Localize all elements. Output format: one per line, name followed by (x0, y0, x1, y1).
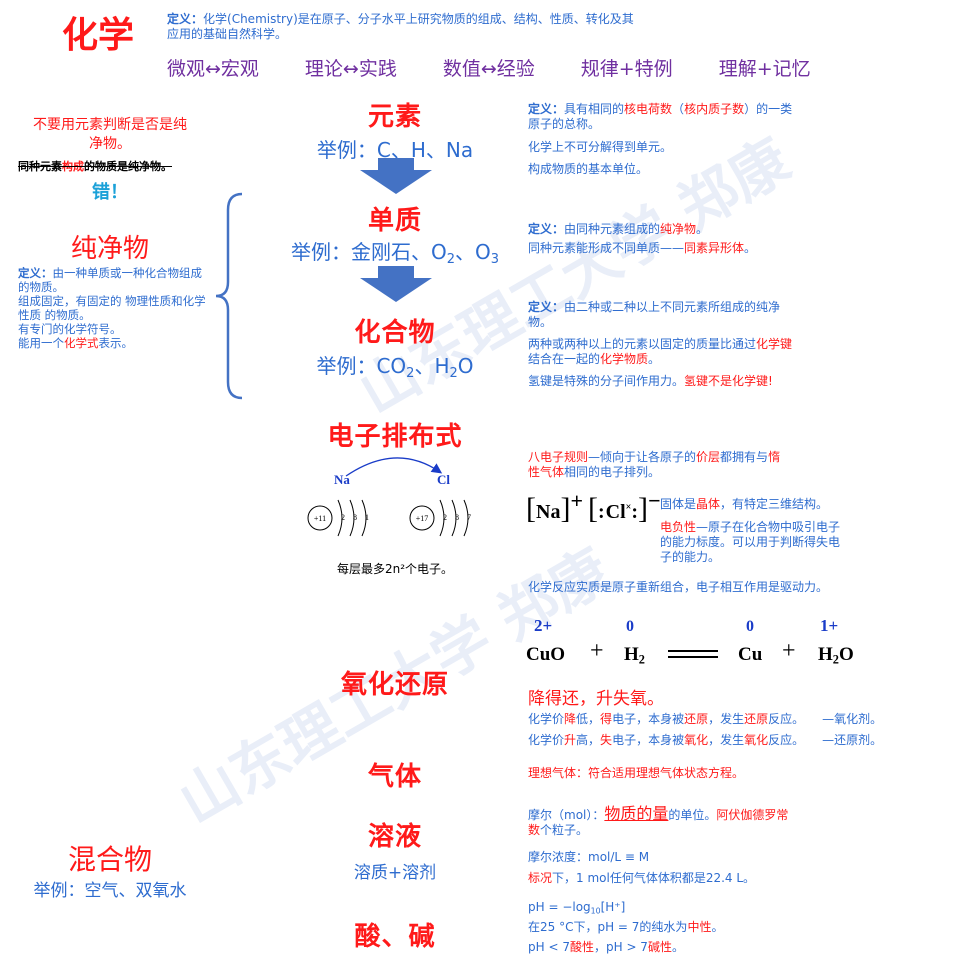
wrong-mark: 错！ (92, 182, 128, 203)
ph-neutral: 在25 °C下，pH = 7的纯水为中性。 (528, 920, 724, 934)
heading-acid-base: 酸、碱 (354, 922, 436, 952)
heading-electron-config: 电子排布式 (327, 422, 463, 452)
electronegativity-note: 电负性—原子在化合物中吸引电子的能力标度。可以用于判断得失电子的能力。 (660, 520, 841, 564)
simple-substance-example: 举例：金刚石、O2、O3 (290, 240, 500, 267)
max-electrons-note: 每层最多2n²个电子。 (336, 562, 454, 576)
heading-compound: 化合物 (354, 318, 436, 348)
oxidation-rule: 化学价升高，失电子，本身被氧化，发生氧化反应。—还原剂。 (528, 733, 883, 747)
oxidation-state: 0 (746, 618, 754, 635)
electron-transfer-diagram: Na Cl +11 2 8 1 +17 2 8 7 (307, 457, 471, 537)
tip-note: 不要用元素判断是否是纯净物。 (33, 117, 187, 152)
ph-acid-base: pH < 7酸性，pH > 7碱性。 (528, 940, 684, 954)
mixture-title: 混合物 (67, 843, 152, 876)
compound-example: 举例：CO2、H2O (316, 354, 474, 381)
pure-substance-definition: 定义：由一种单质或一种化合物组成的物质。 组成固定，有固定的 物理性质和化学性质… (18, 266, 206, 350)
element-note-1: 化学上不可分解得到单元。 (528, 140, 673, 154)
na-shell: 2 (341, 513, 345, 522)
curly-brace (215, 192, 243, 400)
mole-note: 摩尔（mol）：物质的量的单位。阿伏伽德罗常数个粒子。 (528, 804, 789, 838)
cl-shell: 2 (443, 513, 447, 522)
pure-substance-title: 纯净物 (70, 234, 149, 264)
element-definition: 定义：具有相同的核电荷数（核内质子数）的一类原子的总称。 (528, 102, 793, 131)
reaction-essence: 化学反应实质是原子重新组合，电子相互作用是驱动力。 (528, 580, 829, 594)
chemistry-definition: 定义：化学(Chemistry)是在原子、分子水平上研究物质的组成、结构、性质、… (167, 12, 634, 41)
oxidation-state: 2+ (534, 616, 553, 635)
redox-equation: 2+ 0 0 1+ CuO + H2 Cu + H2O (526, 616, 854, 667)
solution-note: 溶质+溶剂 (353, 863, 437, 883)
redox-mnemonic: 降得还，升失氧。 (528, 689, 664, 709)
simple-substance-definition: 定义：由同种元素组成的纯净物。 (528, 222, 709, 236)
heading-gas: 气体 (367, 762, 422, 792)
stp-volume: 标况下，1 mol任何气体体积都是22.4 L。 (528, 871, 756, 885)
wrong-statement: 同种元素构成的物质是纯净物。 (18, 160, 172, 173)
ionic-formula: [Na]+ [:Cl×:]− (526, 488, 661, 525)
compound-note: 两种或两种以上的元素以固定的质量比通过化学键结合在一起的化学物质。 (528, 337, 793, 366)
page-title: 化学 (62, 15, 135, 56)
na-shell: 8 (353, 513, 357, 522)
molar-concentration: 摩尔浓度：mol/L ≡ M (528, 850, 650, 864)
theme-item: 微观↔宏观 (167, 58, 259, 80)
oxidation-state: 0 (626, 618, 634, 635)
na-symbol: Na (334, 472, 350, 487)
theme-item: 理论↔实践 (304, 58, 397, 80)
reduction-rule: 化学价降低，得电子，本身被还原，发生还原反应。—氧化剂。 (528, 712, 883, 726)
cl-shell: 8 (455, 513, 459, 522)
crystal-note: 固体是晶体，有特定三维结构。 (660, 497, 829, 511)
theme-item: 数值↔经验 (442, 58, 535, 80)
cl-symbol: Cl (437, 472, 450, 487)
theme-row: 微观↔宏观 理论↔实践 数值↔经验 规律+特例 理解+记忆 (167, 54, 887, 81)
octet-rule: 八电子规则—倾向于让各原子的价层都拥有与惰性气体相同的电子排列。 (528, 450, 781, 479)
element-note-2: 构成物质的基本单位。 (528, 162, 649, 176)
heading-solution: 溶液 (367, 822, 422, 852)
hydrogen-bond-note: 氢键是特殊的分子间作用力。氢键不是化学键! (528, 374, 773, 388)
heading-simple-substance: 单质 (367, 206, 422, 236)
mixture-example: 举例：空气、双氧水 (33, 881, 187, 901)
allotrope-note: 同种元素能形成不同单质——同素异形体。 (528, 241, 757, 255)
heading-redox: 氧化还原 (340, 670, 449, 700)
cl-shell: 7 (467, 513, 471, 522)
na-shell: 1 (365, 513, 369, 522)
ideal-gas-note: 理想气体：符合适用理想气体状态方程。 (528, 766, 745, 780)
theme-item: 理解+记忆 (718, 58, 811, 80)
compound-definition: 定义：由二种或二种以上不同元素所组成的纯净物。 (528, 300, 781, 329)
down-arrow (360, 266, 432, 302)
theme-item: 规律+特例 (580, 58, 673, 80)
oxidation-state: 1+ (820, 616, 839, 635)
down-arrow (360, 158, 432, 194)
na-nucleus: +11 (314, 514, 326, 523)
ph-definition: pH = −log10[H⁺] (528, 900, 626, 916)
cl-nucleus: +17 (416, 514, 429, 523)
heading-element: 元素 (367, 102, 422, 132)
